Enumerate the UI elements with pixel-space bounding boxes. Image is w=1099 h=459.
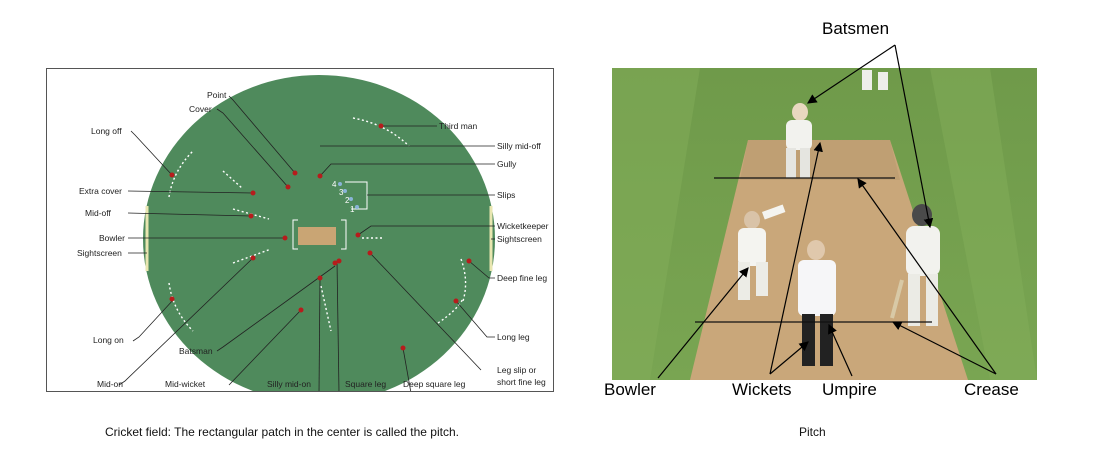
label-leg-slip-line1: Leg slip or — [497, 365, 536, 375]
label-crease: Crease — [964, 380, 1019, 399]
label-third-man: Third man — [439, 121, 478, 131]
label-square-leg: Square leg — [345, 379, 386, 389]
label-mid-on: Mid-on — [97, 379, 123, 389]
pitch-far-end — [740, 140, 900, 180]
label-mid-wicket: Mid-wicket — [165, 379, 206, 389]
label-long-on: Long on — [93, 335, 124, 345]
position-labels: Point Cover Long off Third man Silly mid… — [77, 90, 549, 389]
label-mid-off: Mid-off — [85, 208, 111, 218]
pitch-rect — [298, 227, 336, 245]
label-deep-fine-leg: Deep fine leg — [497, 273, 547, 283]
crease-left — [292, 219, 298, 250]
label-wicketkeeper: Wicketkeeper — [497, 221, 549, 231]
pitch-photo-svg — [612, 68, 1037, 380]
label-extra-cover: Extra cover — [79, 186, 122, 196]
crease-right — [341, 219, 347, 250]
label-batsman: Batsman — [179, 346, 213, 356]
caption-pitch: Pitch — [799, 425, 826, 439]
label-bowler: Bowler — [99, 233, 125, 243]
label-leg-slip-line2: short fine leg — [497, 377, 546, 387]
pitch-photo — [612, 68, 1037, 380]
slips-bracket — [345, 181, 368, 210]
label-wickets: Wickets — [732, 380, 792, 399]
slip-numbers: 4 3 2 1 — [332, 180, 355, 214]
caption-field: Cricket field: The rectangular patch in … — [105, 425, 459, 439]
label-point: Point — [207, 90, 227, 100]
label-cover: Cover — [189, 104, 212, 114]
slip-number-3: 3 — [339, 188, 344, 197]
label-long-off: Long off — [91, 126, 122, 136]
label-gully: Gully — [497, 159, 517, 169]
label-slips: Slips — [497, 190, 515, 200]
field-svg: 4 3 2 1 Point Cover Long off Third man S… — [77, 75, 549, 391]
label-silly-mid-on: Silly mid-on — [267, 379, 311, 389]
slip-markers — [338, 182, 359, 209]
label-sightscreen-left: Sightscreen — [77, 248, 122, 258]
label-sightscreen-right: Sightscreen — [497, 234, 542, 244]
slip-number-4: 4 — [332, 180, 337, 189]
label-silly-mid-off: Silly mid-off — [497, 141, 541, 151]
fielder-markers — [169, 123, 472, 351]
leader-lines — [118, 95, 495, 391]
slip-number-2: 2 — [345, 196, 350, 205]
label-bowler: Bowler — [604, 380, 656, 399]
slip-number-1: 1 — [350, 205, 355, 214]
cricket-field-diagram: 4 3 2 1 Point Cover Long off Third man S… — [46, 68, 554, 392]
label-umpire: Umpire — [822, 380, 877, 399]
label-long-leg: Long leg — [497, 332, 530, 342]
label-batsmen: Batsmen — [822, 19, 889, 38]
label-deep-square-leg: Deep square leg — [403, 379, 466, 389]
